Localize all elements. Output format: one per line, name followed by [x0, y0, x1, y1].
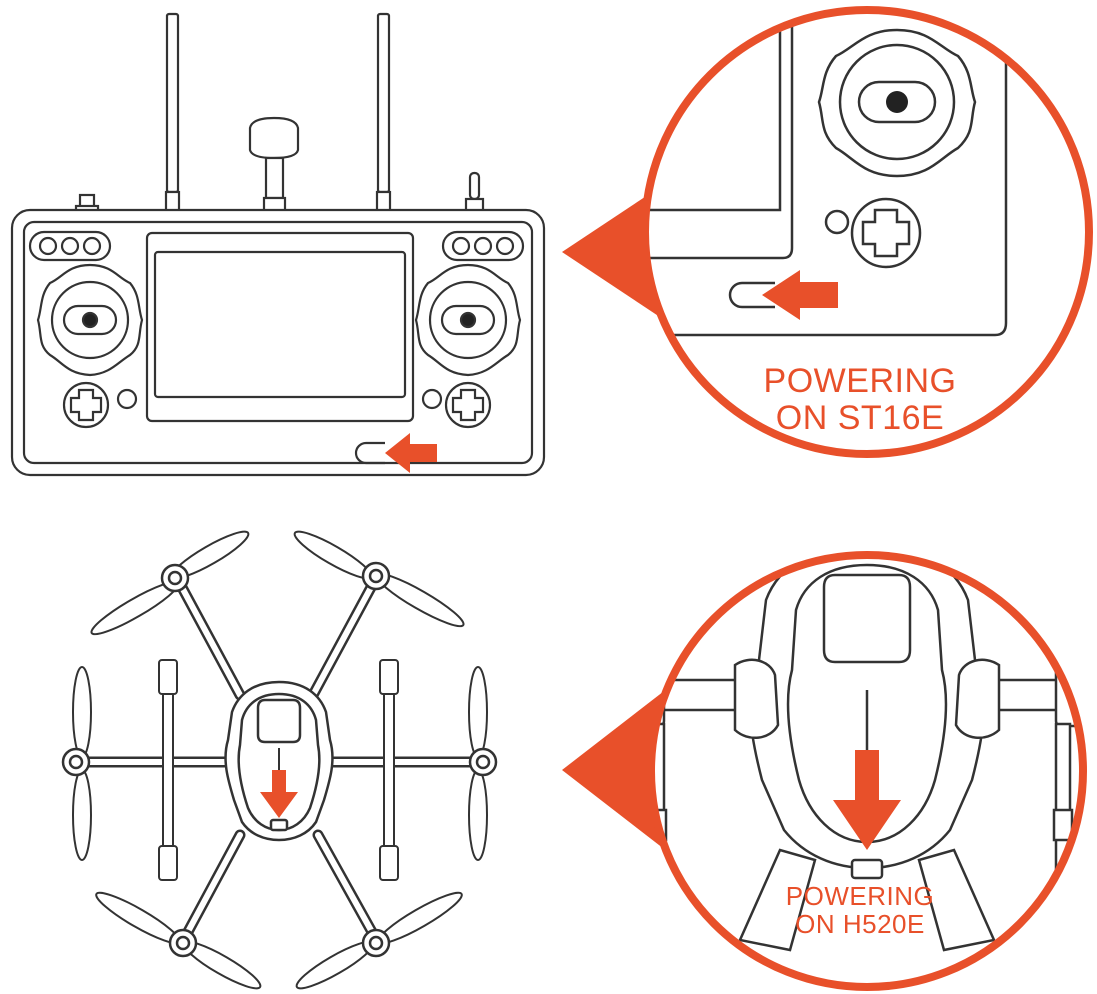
- drone-power-arrow: [260, 770, 298, 818]
- left-stick: [36, 263, 144, 377]
- remote-screen: [145, 231, 415, 423]
- right-antenna: [375, 12, 392, 214]
- callout-triangle-bottom: [562, 688, 668, 852]
- left-antenna: [164, 12, 181, 214]
- power-slider: [354, 441, 385, 465]
- left-dpad: [62, 381, 138, 429]
- caption-line-2: ON H520E: [795, 909, 925, 940]
- caption-line-1: POWERING: [763, 362, 957, 400]
- right-dpad: [421, 381, 492, 429]
- right-stick: [414, 263, 522, 377]
- caption-powering-h520e: POWERING ON H520E: [735, 882, 985, 938]
- remote-body: [10, 208, 546, 477]
- power-direction-arrow: [385, 433, 437, 473]
- hexacopter-illustration: [61, 530, 498, 990]
- caption-line-2: ON ST16E: [775, 398, 945, 437]
- caption-powering-st16e: POWERING ON ST16E: [700, 363, 1020, 436]
- remote-controller-illustration: [10, 12, 546, 477]
- remote-zoom-detail: [645, 10, 1089, 454]
- caption-line-1: POWERING: [785, 881, 935, 911]
- center-antenna: [248, 116, 300, 214]
